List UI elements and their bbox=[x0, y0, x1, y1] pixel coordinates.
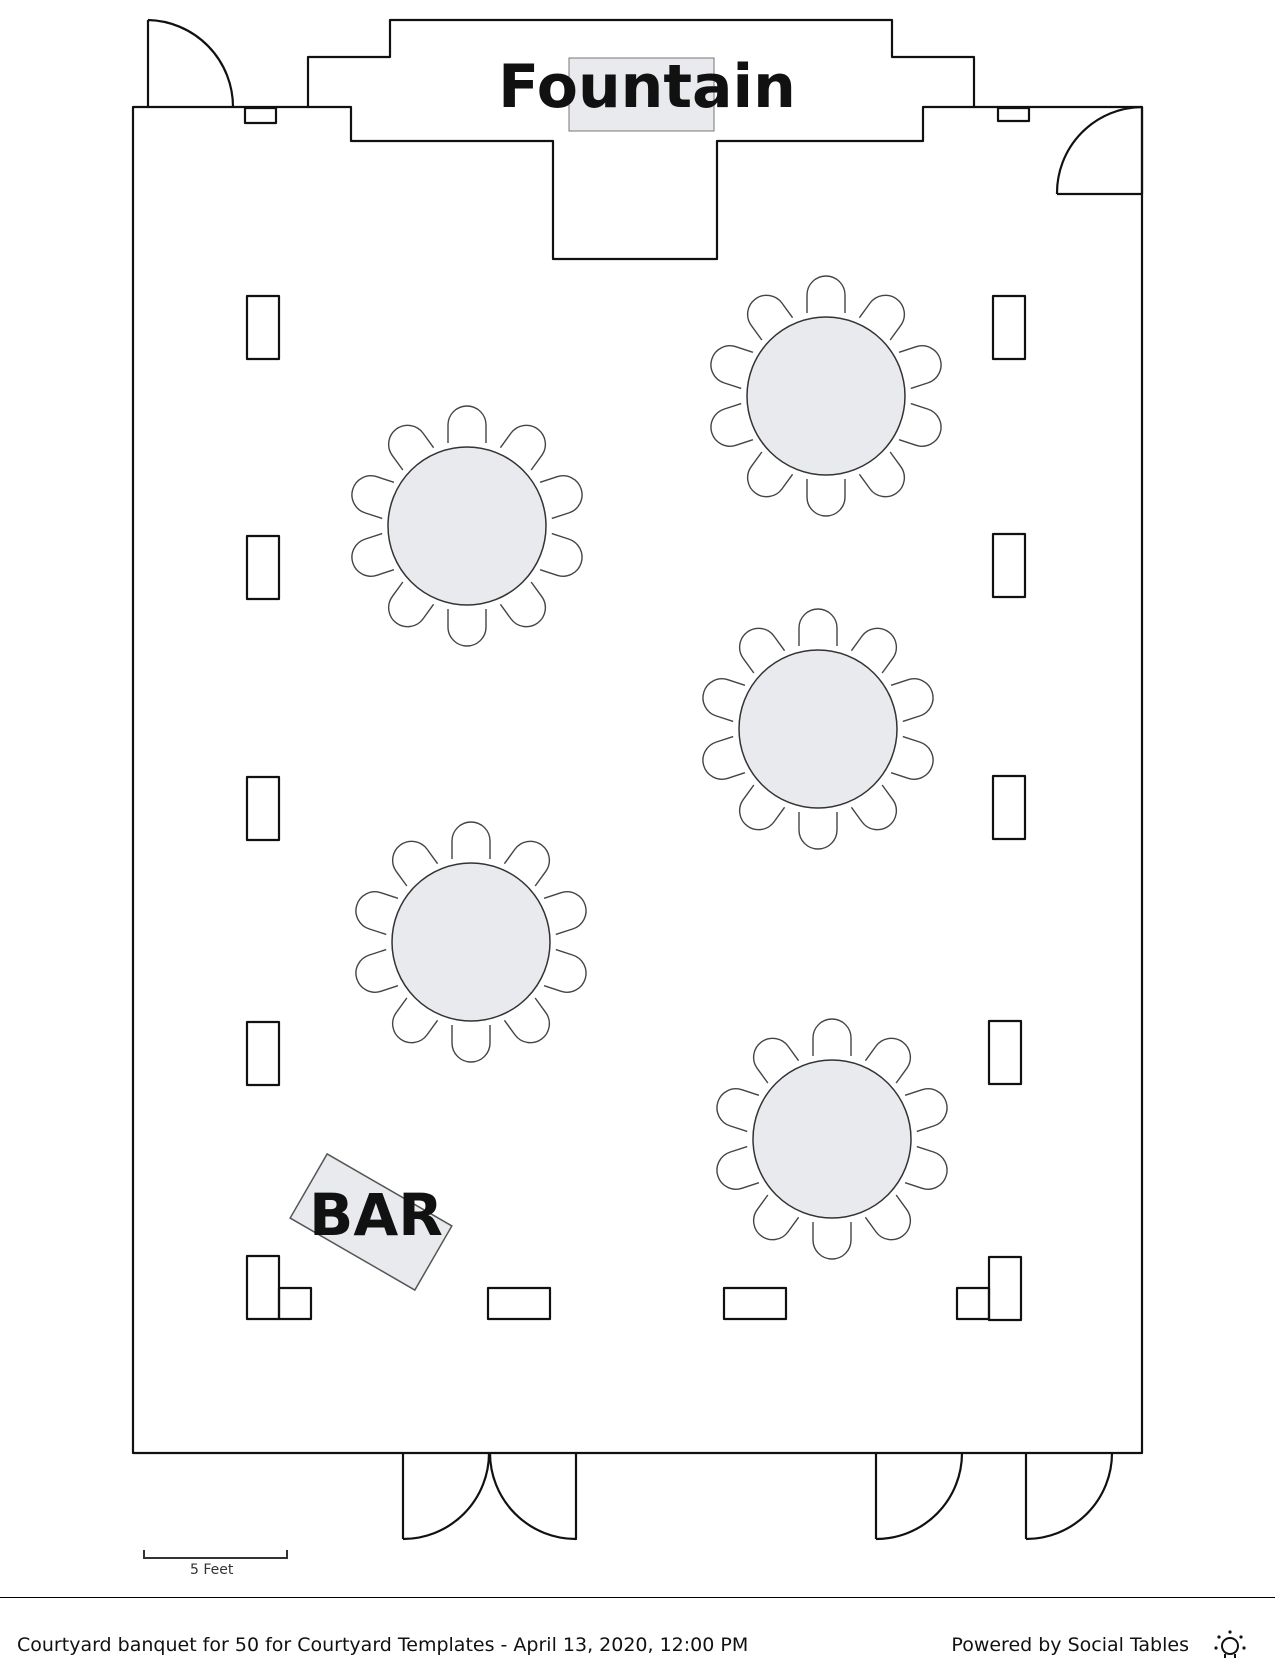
wall-fixture bbox=[996, 106, 1031, 123]
chair bbox=[499, 424, 547, 471]
door-top-left bbox=[146, 18, 235, 108]
column-bottom-right-small bbox=[955, 1286, 991, 1321]
chair bbox=[451, 821, 491, 859]
round-table-5 bbox=[716, 1018, 948, 1260]
column-left-4 bbox=[245, 1020, 281, 1087]
chair bbox=[451, 1025, 491, 1063]
fountain-label: Fountain bbox=[498, 52, 796, 122]
chair bbox=[499, 581, 547, 628]
column-bottom-left-tall bbox=[245, 1254, 281, 1321]
chair bbox=[539, 532, 583, 577]
column-bottom-left-small bbox=[277, 1286, 313, 1321]
chair bbox=[387, 424, 435, 471]
social-tables-logo-icon bbox=[1214, 1630, 1246, 1658]
chair bbox=[387, 581, 435, 628]
column-right-1 bbox=[991, 294, 1027, 361]
event-title: Courtyard banquet for 50 for Courtyard T… bbox=[17, 1634, 749, 1656]
chair bbox=[543, 948, 587, 993]
chair bbox=[890, 678, 934, 723]
chair bbox=[798, 608, 838, 646]
column-right-3 bbox=[991, 774, 1027, 841]
column-left-1 bbox=[245, 294, 281, 361]
chair bbox=[702, 735, 746, 780]
wall-fixture bbox=[243, 106, 278, 125]
column-bottom-right-tall bbox=[987, 1255, 1023, 1322]
table-top bbox=[387, 446, 547, 606]
round-table-4 bbox=[355, 821, 587, 1063]
column-right-2 bbox=[991, 532, 1027, 599]
chair bbox=[752, 1037, 800, 1084]
chair bbox=[351, 532, 395, 577]
fountain-structure bbox=[308, 105, 974, 261]
door-bottom-right-1 bbox=[874, 1452, 964, 1541]
table-top bbox=[746, 316, 906, 476]
chair bbox=[539, 475, 583, 520]
chair bbox=[355, 948, 399, 993]
bar bbox=[289, 1152, 453, 1292]
chair bbox=[904, 1145, 948, 1190]
round-table-1 bbox=[351, 405, 583, 647]
footer-divider bbox=[0, 1597, 1275, 1598]
chair bbox=[391, 840, 439, 887]
round-table-2 bbox=[710, 275, 942, 517]
chair bbox=[806, 275, 846, 313]
chair bbox=[864, 1194, 912, 1241]
chair bbox=[858, 451, 906, 498]
chair bbox=[858, 294, 906, 341]
chair bbox=[898, 345, 942, 390]
chair bbox=[806, 479, 846, 517]
room-walls bbox=[131, 18, 1144, 1455]
chair bbox=[864, 1037, 912, 1084]
table-top bbox=[752, 1059, 912, 1219]
wall-bench-2 bbox=[722, 1286, 788, 1321]
chair bbox=[746, 294, 794, 341]
chair bbox=[447, 609, 487, 647]
chair bbox=[752, 1194, 800, 1241]
fountain-item bbox=[568, 57, 715, 132]
chair bbox=[890, 735, 934, 780]
chair bbox=[702, 678, 746, 723]
chair bbox=[738, 627, 786, 674]
chair bbox=[543, 891, 587, 936]
chair bbox=[351, 475, 395, 520]
chair bbox=[746, 451, 794, 498]
chair bbox=[904, 1088, 948, 1133]
chair bbox=[503, 997, 551, 1044]
powered-by-text: Powered by Social Tables bbox=[951, 1634, 1189, 1656]
wall-bench-1 bbox=[486, 1286, 552, 1321]
door-top-right bbox=[1055, 105, 1144, 196]
column-left-3 bbox=[245, 775, 281, 842]
scale-label: 5 Feet bbox=[190, 1562, 234, 1578]
chair bbox=[503, 840, 551, 887]
door-bottom-right-2 bbox=[1024, 1452, 1114, 1541]
chair bbox=[710, 402, 754, 447]
round-table-3 bbox=[702, 608, 934, 850]
chair bbox=[798, 812, 838, 850]
chair bbox=[850, 627, 898, 674]
bar-label: BAR bbox=[309, 1181, 443, 1249]
chair bbox=[898, 402, 942, 447]
chair bbox=[355, 891, 399, 936]
door-bottom-left-pair bbox=[401, 1452, 578, 1541]
chair bbox=[812, 1222, 852, 1260]
table-top bbox=[738, 649, 898, 809]
chair bbox=[716, 1088, 760, 1133]
chair bbox=[710, 345, 754, 390]
chair bbox=[738, 784, 786, 831]
chair bbox=[716, 1145, 760, 1190]
chair bbox=[447, 405, 487, 443]
column-right-4 bbox=[987, 1019, 1023, 1086]
scale-bar bbox=[143, 1550, 288, 1559]
table-top bbox=[391, 862, 551, 1022]
chair bbox=[812, 1018, 852, 1056]
chair bbox=[391, 997, 439, 1044]
column-left-2 bbox=[245, 534, 281, 601]
chair bbox=[850, 784, 898, 831]
